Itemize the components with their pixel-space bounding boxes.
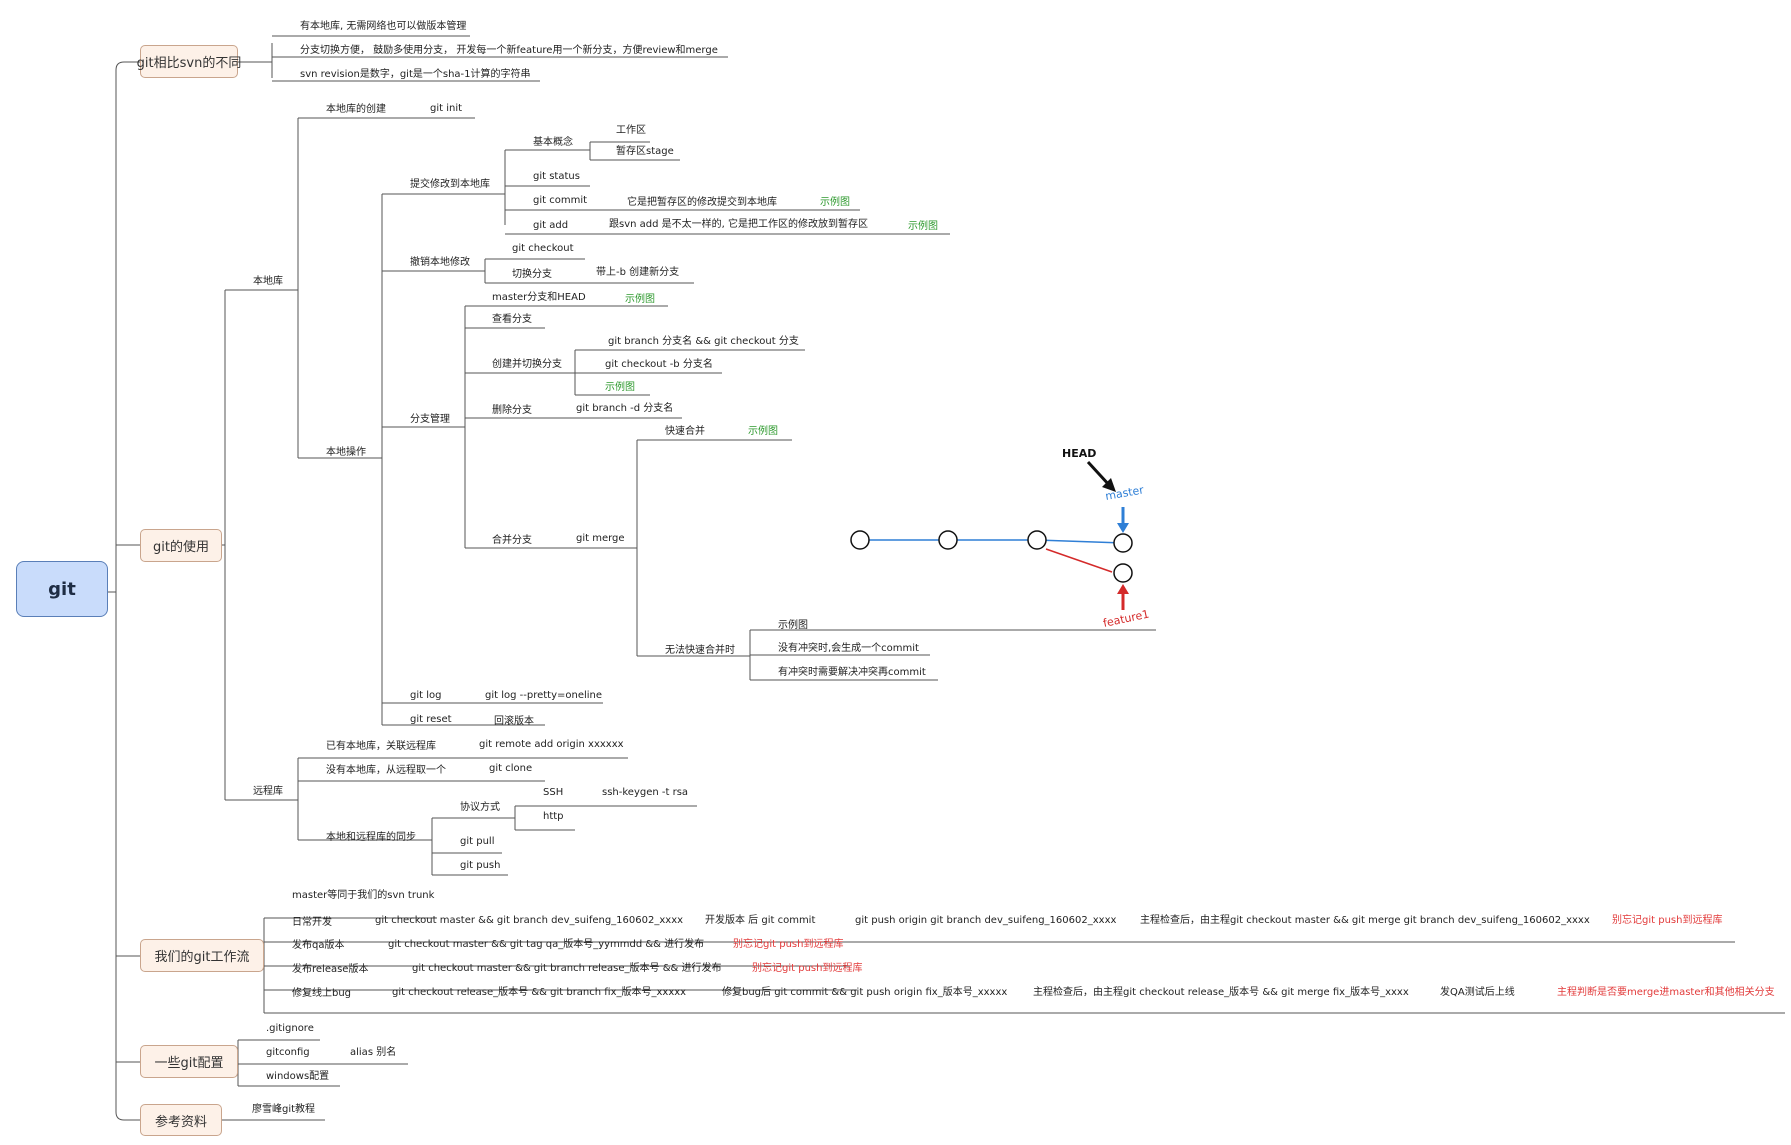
nofast-demo-label: 示例图 <box>778 620 808 631</box>
ssh-cmd: ssh-keygen -t rsa <box>602 787 689 798</box>
fast-merge-label: 快速合并 <box>665 426 705 437</box>
master-head-label: master分支和HEAD <box>492 292 586 303</box>
workflow-trunk: master等同于我们的svn trunk <box>292 890 435 901</box>
workflow-daily-step2: 开发版本 后 git commit <box>705 915 816 926</box>
git-status-cmd: git status <box>533 171 580 182</box>
stage-label: 暂存区stage <box>616 146 674 157</box>
branch-mgmt-label: 分支管理 <box>410 414 450 425</box>
protocol-label: 协议方式 <box>460 802 500 813</box>
delete-branch-label: 删除分支 <box>492 405 532 416</box>
branch-references[interactable]: 参考资料 <box>140 1104 222 1136</box>
remote-repo-label: 远程库 <box>253 786 283 797</box>
commit-node <box>1027 530 1047 550</box>
workflow-bug-note: 主程判断是否要merge进master和其他相关分支 <box>1557 987 1775 998</box>
branch-workflow[interactable]: 我们的git工作流 <box>140 939 264 972</box>
branch-git-usage[interactable]: git的使用 <box>140 529 222 562</box>
ssh-label: SSH <box>543 787 564 798</box>
workflow-qa-step1: git checkout master && git tag qa_版本号_yy… <box>388 939 705 950</box>
master-head-demo-link[interactable]: 示例图 <box>625 294 655 305</box>
commit-node <box>1113 563 1133 583</box>
nofast-merge-label: 无法快速合并时 <box>665 645 735 656</box>
commit-group-label: 提交修改到本地库 <box>410 179 490 190</box>
graph-feature-label: feature1 <box>1102 608 1150 630</box>
commit-graph: HEAD master feature1 <box>850 447 1150 630</box>
link-remote-label: 已有本地库，关联远程库 <box>326 741 436 752</box>
root-node[interactable]: git <box>16 561 108 617</box>
git-reset-cmd: git reset <box>410 714 452 725</box>
git-init-cmd: git init <box>430 103 463 114</box>
commit-node <box>850 530 870 550</box>
fast-merge-demo-link[interactable]: 示例图 <box>748 426 778 437</box>
config-windows: windows配置 <box>266 1071 330 1082</box>
sync-label: 本地和远程库的同步 <box>326 832 416 843</box>
workflow-release-label: 发布release版本 <box>292 964 369 975</box>
git-pull-cmd: git pull <box>460 836 495 847</box>
branch-svn-diff[interactable]: git相比svn的不同 <box>137 45 241 78</box>
git-reset-desc: 回滚版本 <box>494 716 534 727</box>
commit-node <box>1113 533 1133 553</box>
add-demo-link[interactable]: 示例图 <box>908 221 938 232</box>
git-clone-cmd: git clone <box>489 763 533 774</box>
delete-branch-cmd: git branch -d 分支名 <box>576 403 674 414</box>
workflow-release-note: 别忘记git push到远程库 <box>752 963 863 974</box>
basic-concepts-label: 基本概念 <box>533 137 573 148</box>
commit-node <box>938 530 958 550</box>
git-commit-cmd: git commit <box>533 195 588 206</box>
link-remote-cmd: git remote add origin xxxxxx <box>479 739 624 750</box>
local-ops-label: 本地操作 <box>326 447 366 458</box>
local-create-label: 本地库的创建 <box>326 104 386 115</box>
workflow-daily-label: 日常开发 <box>292 917 332 928</box>
create-switch-opt2: git checkout -b 分支名 <box>605 359 713 370</box>
config-gitignore: .gitignore <box>266 1023 314 1034</box>
commit-demo-link[interactable]: 示例图 <box>820 197 850 208</box>
workflow-bug-step2: 修复bug后 git commit && git push origin fix… <box>722 987 1008 998</box>
git-add-desc: 跟svn add 是不太一样的, 它是把工作区的修改放到暂存区 <box>609 219 869 230</box>
workflow-bug-step1: git checkout release_版本号 && git branch f… <box>392 987 687 998</box>
http-label: http <box>543 811 564 822</box>
local-repo-label: 本地库 <box>253 276 283 287</box>
svn-item-local-repo: 有本地库, 无需网络也可以做版本管理 <box>300 21 467 32</box>
switch-branch-desc: 带上-b 创建新分支 <box>596 267 680 278</box>
svn-item-revision: svn revision是数字，git是一个sha-1计算的字符串 <box>300 69 531 80</box>
git-checkout-cmd: git checkout <box>512 243 574 254</box>
config-alias: alias 别名 <box>350 1047 397 1058</box>
workflow-qa-note: 别忘记git push到远程库 <box>733 939 844 950</box>
merge-branch-label: 合并分支 <box>492 535 532 546</box>
workflow-bug-step3: 主程检查后，由主程git checkout release_版本号 && git… <box>1033 987 1409 998</box>
config-gitconfig: gitconfig <box>266 1047 310 1058</box>
switch-branch-label: 切换分支 <box>512 269 552 280</box>
create-switch-demo-link[interactable]: 示例图 <box>605 382 635 393</box>
git-log-cmd: git log <box>410 690 442 701</box>
clone-label: 没有本地库，从远程取一个 <box>326 765 446 776</box>
create-switch-opt1: git branch 分支名 && git checkout 分支 <box>608 336 799 347</box>
workflow-daily-step4: 主程检查后，由主程git checkout master && git merg… <box>1140 915 1590 926</box>
git-merge-cmd: git merge <box>576 533 625 544</box>
workflow-bug-step4: 发QA测试后上线 <box>1440 987 1515 998</box>
undo-label: 撤销本地修改 <box>410 257 470 268</box>
branch-config[interactable]: 一些git配置 <box>140 1045 238 1078</box>
head-arrow <box>1086 460 1112 488</box>
git-add-cmd: git add <box>533 220 569 231</box>
git-commit-desc: 它是把暂存区的修改提交到本地库 <box>627 197 777 208</box>
create-switch-label: 创建并切换分支 <box>492 359 562 370</box>
workspace-label: 工作区 <box>616 125 646 136</box>
reference-link[interactable]: 廖雪峰git教程 <box>252 1104 316 1115</box>
workflow-daily-note: 别忘记git push到远程库 <box>1612 915 1723 926</box>
no-conflict-desc: 没有冲突时,会生成一个commit <box>778 643 919 654</box>
conflict-desc: 有冲突时需要解决冲突再commit <box>778 667 926 678</box>
git-push-cmd: git push <box>460 860 501 871</box>
svn-item-branching: 分支切换方便， 鼓励多使用分支， 开发每一个新feature用一个新分支，方便r… <box>300 45 718 56</box>
view-branch-label: 查看分支 <box>492 314 532 325</box>
workflow-daily-step1: git checkout master && git branch dev_su… <box>375 915 684 926</box>
graph-head-label: HEAD <box>1062 447 1096 460</box>
workflow-release-step1: git checkout master && git branch releas… <box>412 963 722 974</box>
workflow-bug-label: 修复线上bug <box>292 988 352 999</box>
git-log-desc: git log --pretty=oneline <box>485 690 603 701</box>
workflow-daily-step3: git push origin git branch dev_suifeng_1… <box>855 915 1117 926</box>
workflow-qa-label: 发布qa版本 <box>292 940 345 951</box>
